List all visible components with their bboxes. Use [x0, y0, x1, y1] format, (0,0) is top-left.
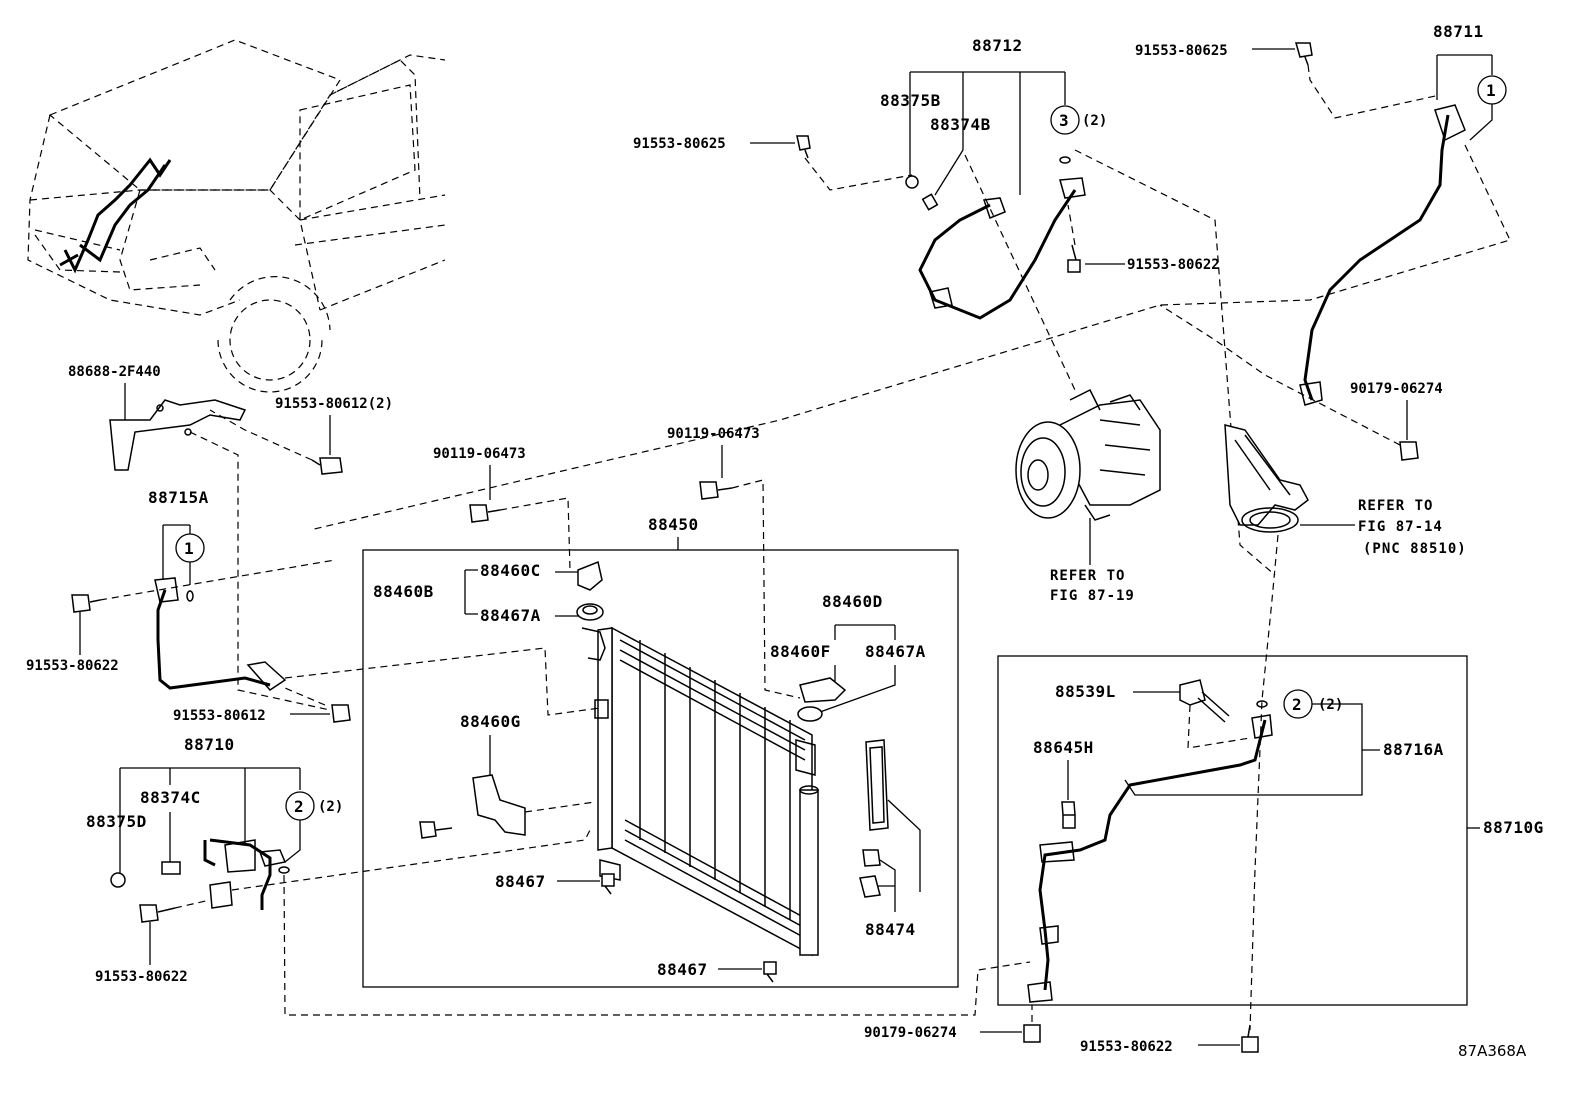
bracket-88460G-icon — [472, 774, 526, 836]
bolt-90119-06473-a-icon — [469, 504, 501, 523]
seal-88474-icon — [865, 739, 889, 831]
group-88712: 88712 88375B 88374B 3 (2) 91553-80625 91… — [633, 36, 1276, 576]
bracket-88460F-icon — [799, 677, 847, 703]
callout-1-left-text: 1 — [184, 539, 194, 558]
ref-fig8714-line2: FIG 87-14 — [1358, 519, 1443, 535]
group-88710: 88710 88374C 88375D 2 (2) 91553-80622 — [86, 735, 1031, 1016]
callout-1-top-text: 1 — [1486, 81, 1496, 100]
receiver-tank — [799, 789, 819, 956]
valve-88374B-icon — [921, 193, 939, 211]
callout-2-left-text: 2 — [294, 797, 304, 816]
label-91553-80625-a: 91553-80625 — [633, 136, 726, 152]
label-91553-80622-bot: 91553-80622 — [1080, 1039, 1173, 1055]
ref-compressor-line1: REFER TO — [1050, 568, 1125, 584]
bolt-91553-80622-bl-icon — [139, 904, 176, 923]
callout-1-top — [1477, 75, 1507, 105]
label-88712: 88712 — [972, 36, 1023, 55]
bolt-91553-80622-bot-icon — [1241, 1024, 1259, 1053]
label-88467-b: 88467 — [657, 960, 708, 979]
label-88467A-a: 88467A — [480, 606, 541, 625]
vehicle-illustration — [27, 39, 446, 393]
insulator-88467A-b-icon — [797, 706, 823, 722]
bolt-91553-80625-b-icon — [1295, 42, 1313, 66]
box-88710G — [997, 655, 1468, 1006]
callout-3-qty: (2) — [1082, 113, 1107, 129]
label-91553-80612-2: 91553-80612(2) — [275, 396, 393, 412]
group-88711: 88711 1 91553-80625 90179-06274 — [309, 22, 1511, 531]
ref-fig8714-line1: REFER TO — [1358, 498, 1433, 514]
bottom-fasteners: 90179-06274 91553-80622 — [864, 1005, 1259, 1055]
label-88688-2F440: 88688-2F440 — [68, 364, 161, 380]
callout-3 — [1050, 105, 1080, 135]
callout-2-right-qty: (2) — [1318, 697, 1343, 713]
bolt-91553-80625-a-icon — [796, 135, 811, 159]
label-88467-a: 88467 — [495, 872, 546, 891]
cushion-88474-a-icon — [862, 849, 881, 867]
ref-fig8714-line3: (PNC 88510) — [1363, 541, 1467, 557]
pressure-switch-88645H-icon — [1061, 801, 1076, 829]
bolt-91553-80612-2-icon — [311, 457, 343, 475]
label-91553-80622-bl: 91553-80622 — [95, 969, 188, 985]
bracket-88460C-icon — [577, 560, 603, 591]
callout-3-text: 3 — [1059, 111, 1069, 130]
label-90179-06274-bot: 90179-06274 — [864, 1025, 957, 1041]
cushion-88474-b-icon — [859, 875, 881, 898]
label-88715A: 88715A — [148, 488, 209, 507]
label-88460F: 88460F — [770, 642, 831, 661]
label-88716A: 88716A — [1383, 740, 1444, 759]
ref-compressor-line2: FIG 87-19 — [1050, 588, 1135, 604]
label-88374B: 88374B — [930, 115, 991, 134]
nut-88375D-icon — [110, 872, 126, 888]
label-91553-80612: 91553-80612 — [173, 708, 266, 724]
bolt-90119-06473-b-icon — [699, 481, 733, 500]
label-91553-80625-b: 91553-80625 — [1135, 43, 1228, 59]
bolts-90119: 90119-06473 90119-06473 — [433, 426, 801, 699]
label-88460C: 88460C — [480, 561, 541, 580]
label-91553-80622-left: 91553-80622 — [26, 658, 119, 674]
bolt-88460G-icon — [419, 821, 453, 839]
label-90119-06473-a: 90119-06473 — [433, 446, 526, 462]
callout-2-right-text: 2 — [1292, 695, 1302, 714]
cushion-88467-a-icon — [601, 873, 615, 895]
callout-2-left-qty: (2) — [318, 799, 343, 815]
group-88715A: 88715A 1 91553-80622 91553-80612 — [26, 488, 601, 724]
condenser-box — [362, 549, 959, 988]
receiver-part: REFER TO FIG 87-14 (PNC 88510) — [1224, 424, 1467, 1031]
group-88688: 88688-2F440 91553-80612(2) — [68, 364, 393, 711]
label-91553-80622-top: 91553-80622 — [1127, 257, 1220, 273]
label-88474: 88474 — [865, 920, 916, 939]
label-88460G: 88460G — [460, 712, 521, 731]
label-88460D: 88460D — [822, 592, 883, 611]
bolt-91553-80622-top-icon — [1067, 244, 1081, 273]
nut-90179-06274-bot-icon — [1023, 1024, 1041, 1043]
label-88710G: 88710G — [1483, 818, 1544, 837]
cushion-88467-b-icon — [763, 961, 777, 983]
label-90119-06473-b: 90119-06473 — [667, 426, 760, 442]
label-88450: 88450 — [648, 515, 699, 534]
label-88375B: 88375B — [880, 91, 941, 110]
bolt-91553-80612-icon — [331, 704, 351, 723]
label-90179-06274-top: 90179-06274 — [1350, 381, 1443, 397]
nut-90179-06274-top-icon — [1399, 441, 1419, 461]
label-88539L: 88539L — [1055, 682, 1116, 701]
nut-88375B-icon — [905, 175, 919, 189]
label-88710: 88710 — [184, 735, 235, 754]
label-88645H: 88645H — [1033, 738, 1094, 757]
label-88460B: 88460B — [373, 582, 434, 601]
compressor: REFER TO FIG 87-19 — [1015, 388, 1161, 604]
label-88375D: 88375D — [86, 812, 147, 831]
label-88467A-b: 88467A — [865, 642, 926, 661]
group-88710G: 88710G 88539L 88645H 2 (2) 88716A — [997, 655, 1544, 1006]
bolt-91553-80622-left-icon — [71, 594, 101, 613]
group-88450: 88450 88460B 88460C 88467A 88460D 88460F… — [362, 515, 959, 988]
label-88374C: 88374C — [140, 788, 201, 807]
label-88711: 88711 — [1433, 22, 1484, 41]
diagram-id: 87A368A — [1458, 1042, 1527, 1060]
valve-88374C-icon — [161, 861, 181, 875]
